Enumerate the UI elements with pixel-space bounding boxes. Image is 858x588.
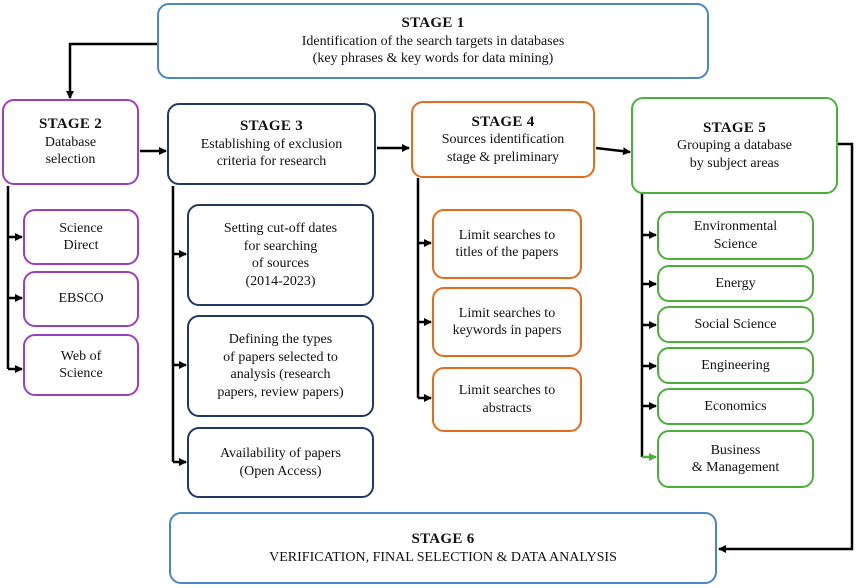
stage5-title: STAGE 5 <box>702 119 767 136</box>
item-text: Economics <box>704 398 767 414</box>
item-text: Engineering <box>701 357 770 373</box>
stage6-title: STAGE 6 <box>411 530 475 547</box>
item-text: Environmental <box>693 219 778 234</box>
stage4-item-titles: Limit searches to titles of the papers <box>432 209 582 279</box>
item-text: abstracts <box>482 400 532 416</box>
item-text: titles of the papers <box>455 245 559 260</box>
stage5-item-social-science: Social Science <box>657 306 814 343</box>
stage2-box: STAGE 2 Database selection <box>2 99 139 185</box>
item-text: Social Science <box>694 316 777 332</box>
item-text: of papers selected to <box>223 349 338 365</box>
stage4-title: STAGE 4 <box>471 113 535 130</box>
item-text: Energy <box>715 275 756 291</box>
arrow-stage1-to-stage2 <box>66 42 157 99</box>
stage5-item-engineering: Engineering <box>657 347 814 384</box>
stage3-item-paper-types: Defining the types of papers selected to… <box>187 315 374 417</box>
stage6-box: STAGE 6 VERIFICATION, FINAL SELECTION & … <box>169 512 717 584</box>
item-text: Setting cut-off dates <box>223 221 338 236</box>
stage1-line: (key phrases & key words for data mining… <box>312 51 554 67</box>
stage4-box: STAGE 4 Sources identification stage & p… <box>411 101 595 178</box>
stage2-item-web-of-science: Web of Science <box>23 334 139 396</box>
stage3-item-open-access: Availability of papers (Open Access) <box>187 427 374 498</box>
stage4-item-keywords: Limit searches to keywords in papers <box>432 287 582 357</box>
item-text: Science <box>59 366 103 381</box>
stage5-item-environmental-science: Environmental Science <box>657 211 814 260</box>
stage2-line: Database <box>44 134 97 150</box>
item-text: Limit searches to <box>458 227 556 243</box>
stage6-line: VERIFICATION, FINAL SELECTION & DATA ANA… <box>269 549 617 565</box>
item-text: & Management <box>691 460 780 475</box>
stage3-line: Establishing of exclusion <box>200 136 343 152</box>
item-text: Science <box>713 236 758 252</box>
item-text: (Open Access) <box>239 463 322 479</box>
item-text: Web of <box>60 348 102 364</box>
stage5-item-energy: Energy <box>657 265 814 302</box>
item-text: Limit searches to <box>458 305 556 321</box>
stage3-title: STAGE 3 <box>239 118 304 135</box>
stage3-box: STAGE 3 Establishing of exclusion criter… <box>167 103 376 185</box>
stage1-box: STAGE 1 Identification of the search tar… <box>157 3 709 79</box>
stage5-box: STAGE 5 Grouping a database by subject a… <box>631 97 838 194</box>
item-text: Direct <box>63 238 99 253</box>
item-text: of sources <box>251 256 310 271</box>
item-text: for searching <box>243 238 318 254</box>
stage5-item-business-management: Business & Management <box>657 430 814 488</box>
item-text: keywords in papers <box>452 323 562 338</box>
stage3-line: criteria for research <box>216 154 327 170</box>
item-text: Science <box>59 220 103 236</box>
stage1-line: Identification of the search targets in … <box>301 33 565 49</box>
stage2-title: STAGE 2 <box>38 116 103 133</box>
item-text: Availability of papers <box>219 446 342 461</box>
stage2-item-science-direct: Science Direct <box>23 209 139 265</box>
stage2-line: selection <box>45 152 96 168</box>
stage5-line: by subject areas <box>689 155 780 171</box>
item-text: Business <box>710 442 761 458</box>
stage5-line: Grouping a database <box>676 138 793 154</box>
item-text: Defining the types <box>228 332 333 347</box>
item-text: papers, review papers) <box>217 384 344 400</box>
stage1-title: STAGE 1 <box>401 15 465 32</box>
arrow-stage4-to-stage5 <box>595 146 631 156</box>
stage2-item-ebsco: EBSCO <box>23 271 139 327</box>
item-text: (2014-2023) <box>245 273 316 289</box>
item-text: analysis (research <box>230 367 331 382</box>
item-text: EBSCO <box>58 291 104 307</box>
stage3-item-cutoff-dates: Setting cut-off dates for searching of s… <box>187 204 374 306</box>
stage4-line: Sources identification <box>441 132 565 148</box>
stage4-line: stage & preliminary <box>447 149 559 165</box>
arrow-stage5-to-stage6 <box>718 142 854 553</box>
stage5-item-economics: Economics <box>657 388 814 425</box>
stage4-item-abstracts: Limit searches to abstracts <box>432 367 582 432</box>
item-text: Limit searches to <box>458 383 556 398</box>
